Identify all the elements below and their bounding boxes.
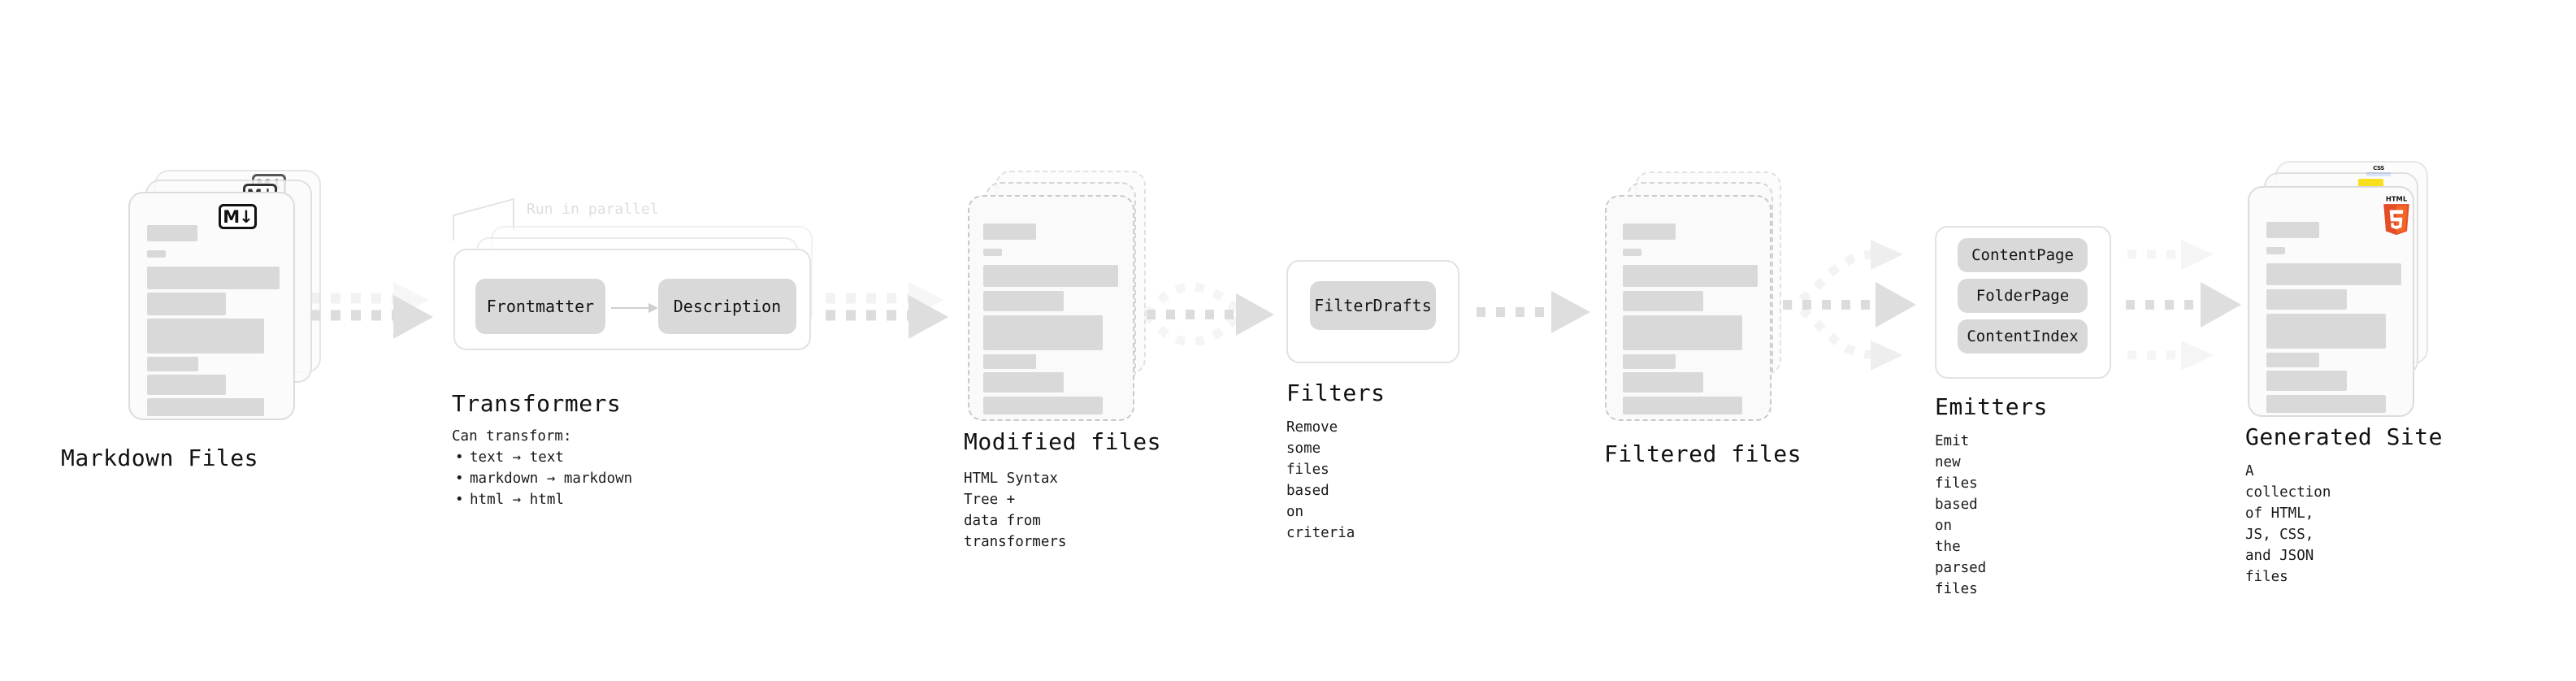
stage-title-filtered-files: Filtered files	[1604, 440, 1802, 467]
doc-bar	[147, 267, 280, 289]
doc-bar	[983, 372, 1064, 393]
doc-bar	[2266, 289, 2347, 310]
arrow-modified-to-filters	[1143, 282, 1274, 347]
html5-icon: HTML	[2383, 194, 2409, 236]
doc-bar	[1623, 223, 1676, 240]
stage-subtitle-transformers: Can transform: text → text markdown → ma…	[452, 426, 720, 510]
stage-subtitle-emitters: Emit new files based on the parsed files	[1935, 433, 1987, 597]
stage-title-transformers: Transformers	[452, 390, 622, 417]
run-in-parallel-pointer	[453, 197, 514, 241]
arrow-markdown-to-transformers	[310, 282, 433, 339]
doc-bar	[2266, 371, 2347, 391]
stage-title-markdown-files: Markdown Files	[61, 445, 259, 471]
emitter-pill-contentpage[interactable]: ContentPage	[1958, 238, 2088, 272]
transformers-bullet-list: text → text markdown → markdown html → h…	[452, 447, 720, 510]
doc-bar	[983, 223, 1036, 240]
transformers-bullet: text → text	[455, 447, 720, 468]
doc-bar	[1623, 291, 1703, 311]
transformer-arrow-frontmatter-to-description	[611, 303, 658, 313]
doc-bar	[1623, 372, 1703, 393]
doc-bar	[2266, 222, 2319, 238]
doc-bar	[983, 249, 1002, 256]
stage-title-generated-site: Generated Site	[2245, 423, 2444, 450]
doc-bar	[2266, 263, 2401, 285]
modified-card-front	[968, 195, 1134, 421]
doc-bar	[1623, 397, 1742, 414]
doc-bar	[2266, 353, 2319, 367]
run-in-parallel-label: Run in parallel	[527, 201, 659, 218]
transformer-pill-frontmatter[interactable]: Frontmatter	[475, 279, 605, 334]
stage-title-emitters: Emitters	[1935, 393, 2048, 420]
transformers-subtitle-lead: Can transform:	[452, 428, 572, 445]
doc-bar	[1623, 354, 1676, 369]
doc-bar	[1623, 249, 1641, 256]
transformers-bullet: markdown → markdown	[455, 468, 720, 489]
svg-text:HTML: HTML	[2386, 194, 2408, 202]
stage-title-filters: Filters	[1286, 380, 1386, 406]
doc-bar	[147, 319, 264, 354]
doc-bar	[1623, 315, 1742, 350]
doc-bar	[983, 265, 1118, 287]
doc-bar	[147, 357, 198, 371]
doc-bar	[147, 250, 166, 258]
doc-bar	[1623, 265, 1758, 287]
doc-bar	[147, 225, 197, 241]
doc-bar	[147, 293, 226, 315]
arrow-emitters-to-site	[2126, 240, 2241, 371]
arrow-filters-to-filtered	[1477, 291, 1590, 333]
markdown-card-front	[128, 192, 295, 420]
filtered-card-front	[1605, 195, 1772, 421]
emitter-pill-folderpage[interactable]: FolderPage	[1958, 279, 2088, 313]
stage-subtitle-modified-files: HTML Syntax Tree + data from transformer…	[964, 471, 1067, 550]
doc-bar	[2266, 247, 2285, 254]
arrow-filtered-to-emitters	[1782, 240, 1916, 371]
stage-subtitle-filters: Remove some files based on criteria	[1286, 419, 1355, 541]
doc-bar	[983, 354, 1036, 369]
filter-pill-filterdrafts[interactable]: FilterDrafts	[1310, 281, 1436, 330]
transformers-bullet: html → html	[455, 489, 720, 510]
doc-bar	[983, 291, 1064, 311]
doc-bar	[2266, 314, 2386, 349]
doc-bar	[2266, 395, 2386, 413]
emitter-pill-contentindex[interactable]: ContentIndex	[1958, 319, 2088, 354]
doc-bar	[983, 315, 1103, 350]
transformer-pill-description[interactable]: Description	[658, 279, 796, 334]
stage-title-modified-files: Modified files	[964, 428, 1162, 455]
css3-label: CSS	[2373, 165, 2384, 171]
doc-bar	[983, 397, 1103, 414]
doc-bar	[147, 375, 226, 395]
stage-subtitle-generated-site: A collection of HTML, JS, CSS, and JSON …	[2245, 463, 2331, 585]
markdown-icon: M↓	[219, 204, 257, 229]
arrow-transformers-to-modified	[826, 282, 948, 339]
doc-bar	[147, 398, 264, 416]
